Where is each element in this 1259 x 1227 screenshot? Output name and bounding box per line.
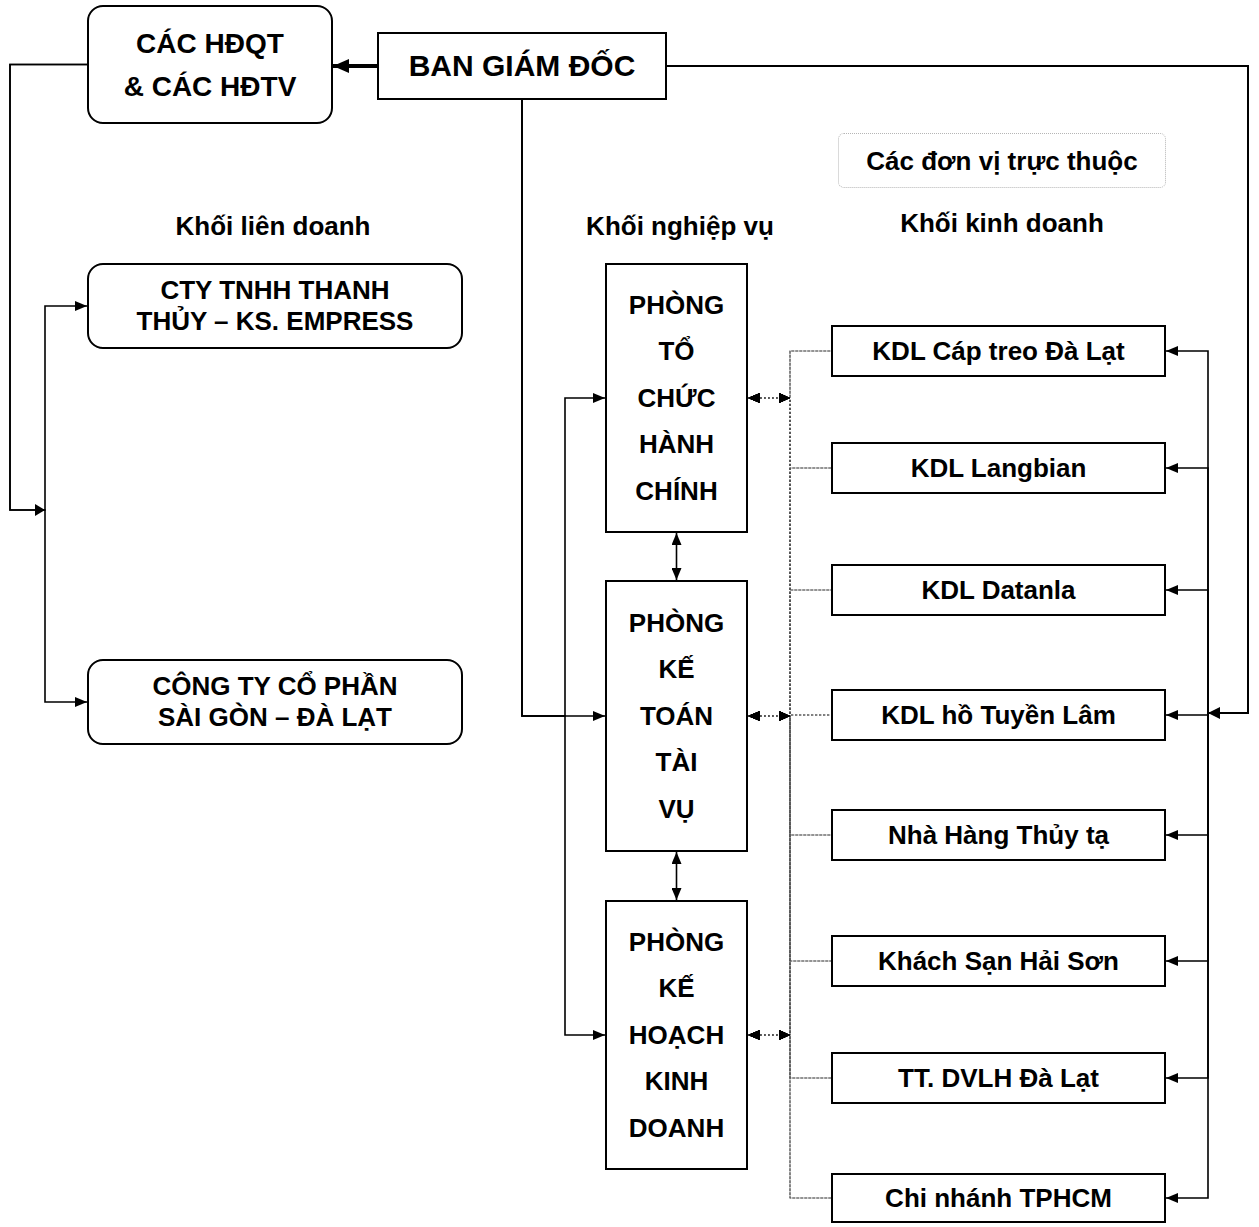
connector-arrow bbox=[667, 66, 1248, 715]
org-unit-box: PHÒNG TỔ CHỨC HÀNH CHÍNH bbox=[605, 263, 748, 533]
dotted-link bbox=[748, 590, 831, 1035]
node-text: PHÒNG KẾ HOẠCH KINH DOANH bbox=[613, 919, 740, 1152]
arrowhead bbox=[779, 711, 790, 721]
node-text: Các đơn vị trực thuộc bbox=[866, 146, 1137, 176]
dotted-link bbox=[748, 961, 831, 1035]
node-text: CÁC HĐQT & CÁC HĐTV bbox=[101, 22, 319, 108]
arrowhead bbox=[779, 1030, 790, 1040]
node-text: KDL hồ Tuyền Lâm bbox=[881, 700, 1116, 730]
org-unit-box: BAN GIÁM ĐỐC bbox=[377, 32, 667, 100]
dotted-link bbox=[748, 715, 831, 1035]
connector-arrow bbox=[10, 65, 87, 703]
block-label: Khối nghiệp vụ bbox=[586, 211, 774, 241]
arrowhead bbox=[779, 711, 790, 721]
node-text: KDL Langbian bbox=[911, 453, 1087, 483]
node-text: TT. DVLH Đà Lạt bbox=[898, 1063, 1099, 1093]
org-unit-box: Chi nhánh TPHCM bbox=[831, 1173, 1166, 1223]
arrowhead bbox=[779, 393, 790, 403]
connector-arrow bbox=[676, 533, 678, 580]
node-text: PHÒNG TỔ CHỨC HÀNH CHÍNH bbox=[613, 282, 740, 515]
dotted-link bbox=[748, 398, 831, 1198]
node-text: CTY TNHH THANH THỦY – KS. EMPRESS bbox=[99, 275, 451, 337]
arrowhead bbox=[779, 1030, 790, 1040]
node-text: Nhà Hàng Thủy tạ bbox=[888, 820, 1109, 850]
node-text: Chi nhánh TPHCM bbox=[885, 1183, 1112, 1213]
arrowhead bbox=[779, 711, 790, 721]
arrowhead bbox=[779, 1030, 790, 1040]
org-unit-box: KDL Langbian bbox=[831, 442, 1166, 494]
org-unit-box: Khách Sạn Hải Sơn bbox=[831, 935, 1166, 987]
connector-arrow bbox=[522, 100, 605, 716]
arrowhead bbox=[779, 1030, 790, 1040]
arrowhead bbox=[779, 711, 790, 721]
node-text: BAN GIÁM ĐỐC bbox=[409, 48, 636, 84]
org-unit-box: KDL Datanla bbox=[831, 564, 1166, 616]
arrowhead bbox=[779, 393, 790, 403]
connector-arrow bbox=[667, 66, 1248, 713]
arrowhead bbox=[779, 393, 790, 403]
org-unit-box: CÔNG TY CỔ PHẦN SÀI GÒN – ĐÀ LẠT bbox=[87, 659, 463, 745]
connector-arrow bbox=[667, 66, 1248, 713]
connector-arrow bbox=[667, 66, 1248, 961]
org-unit-box: PHÒNG KẾ TOÁN TÀI VỤ bbox=[605, 580, 748, 852]
node-text: PHÒNG KẾ TOÁN TÀI VỤ bbox=[613, 600, 740, 833]
arrowhead bbox=[779, 711, 790, 721]
arrowhead bbox=[779, 1030, 790, 1040]
node-text: CÔNG TY CỔ PHẦN SÀI GÒN – ĐÀ LẠT bbox=[99, 671, 451, 733]
connector-arrow bbox=[667, 66, 1248, 713]
arrowhead bbox=[779, 393, 790, 403]
block-label: Khối kinh doanh bbox=[900, 208, 1104, 238]
org-unit-box: Nhà Hàng Thủy tạ bbox=[831, 809, 1166, 861]
connector-arrow bbox=[333, 64, 377, 68]
arrowhead bbox=[779, 711, 790, 721]
dotted-link bbox=[748, 468, 831, 1035]
dotted-link bbox=[748, 351, 831, 1035]
junction-arrowhead bbox=[1208, 707, 1220, 719]
block-label: Khối liên doanh bbox=[176, 211, 371, 241]
arrowhead bbox=[779, 393, 790, 403]
arrowhead bbox=[779, 1030, 790, 1040]
connector-arrow bbox=[522, 100, 605, 716]
arrowhead bbox=[779, 711, 790, 721]
dotted-link bbox=[748, 835, 831, 1035]
node-text: KDL Cáp treo Đà Lạt bbox=[872, 336, 1124, 366]
arrowhead bbox=[779, 711, 790, 721]
arrowhead bbox=[779, 393, 790, 403]
dotted-link bbox=[748, 351, 831, 398]
dotted-link bbox=[748, 351, 831, 716]
arrowhead bbox=[779, 393, 790, 403]
group-caption-box: Các đơn vị trực thuộc bbox=[838, 133, 1166, 188]
dotted-link bbox=[748, 716, 831, 1198]
org-unit-box: CTY TNHH THANH THỦY – KS. EMPRESS bbox=[87, 263, 463, 349]
arrowhead bbox=[779, 393, 790, 403]
org-unit-box: TT. DVLH Đà Lạt bbox=[831, 1052, 1166, 1104]
node-text: Khách Sạn Hải Sơn bbox=[878, 946, 1119, 976]
org-unit-box: PHÒNG KẾ HOẠCH KINH DOANH bbox=[605, 900, 748, 1170]
junction-arrowhead bbox=[35, 504, 45, 516]
connector-arrow bbox=[667, 66, 1248, 835]
dotted-link bbox=[748, 1035, 831, 1198]
connector-arrow bbox=[676, 852, 678, 900]
node-text: KDL Datanla bbox=[921, 575, 1075, 605]
org-unit-box: KDL hồ Tuyền Lâm bbox=[831, 689, 1166, 741]
arrowhead bbox=[779, 1030, 790, 1040]
arrowhead bbox=[779, 1030, 790, 1040]
connector-arrow bbox=[10, 65, 87, 511]
org-unit-box: CÁC HĐQT & CÁC HĐTV bbox=[87, 5, 333, 124]
org-unit-box: KDL Cáp treo Đà Lạt bbox=[831, 325, 1166, 377]
